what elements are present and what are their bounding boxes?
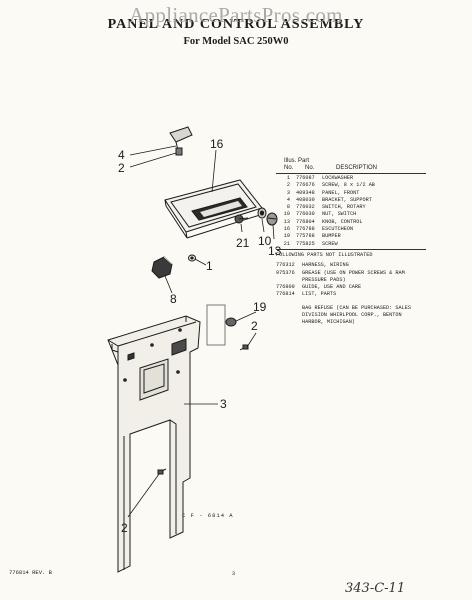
callout-2a: 2 <box>118 161 125 175</box>
parts-row-description: PANEL, FRONT <box>322 189 360 196</box>
parts-row-illus-no: 16 <box>283 226 290 233</box>
callout-21: 21 <box>236 236 250 250</box>
parts-row: 19 775788 BUMPER <box>276 233 426 240</box>
not-illustrated-row-part-no: 776814 <box>276 291 295 298</box>
not-illustrated-row-part-no: 776312 <box>276 262 295 269</box>
screw-2-right-part <box>239 344 249 351</box>
screw-21-part <box>234 214 249 224</box>
callout-8: 8 <box>170 292 177 306</box>
control-knob-part <box>266 212 278 226</box>
lockwasher-part <box>188 254 196 262</box>
not-illustrated-row-description: GREASE (USE ON POWER SCREWS & RAM PRESSU… <box>302 269 405 283</box>
parts-row: 1 776087 LOCKWASHER <box>276 175 426 182</box>
switch-nut-part <box>257 207 267 219</box>
page-subtitle: For Model SAC 250W0 <box>183 36 289 47</box>
screw-2-bottom-part <box>157 468 167 475</box>
not-illustrated-rows: 776312 HARNESS, WIRING 975376 GREASE (USE O… <box>276 262 426 298</box>
parts-row-part-no: 776804 <box>296 218 315 225</box>
parts-row-description: BRACKET, SUPPORT <box>322 196 372 203</box>
callout-3: 3 <box>220 397 227 411</box>
not-illustrated-note: FOLLOWING PARTS NOT ILLUSTRATED <box>276 251 373 258</box>
parts-row-illus-no: 21 <box>283 240 290 247</box>
parts-row-description: SCREW, 8 x 1/2 AB <box>322 182 375 189</box>
parts-row-part-no: 775825 <box>296 240 315 247</box>
bumper-part <box>206 304 237 346</box>
not-illustrated-row: 776809 GUIDE, USE AND CARE <box>276 284 426 291</box>
parts-row: 10 776030 NUT, SWITCH <box>276 211 426 218</box>
parts-header-top: Illus. Part <box>284 158 310 164</box>
parts-row: 21 775825 SCREW <box>276 241 426 248</box>
bag-refuse-note: BAG REFUSE (CAN BE PURCHASED: SALES DIVI… <box>302 304 411 326</box>
parts-row-illus-no: 19 <box>283 233 290 240</box>
parts-row-description: BUMPER <box>322 233 341 240</box>
not-illustrated-row-part-no: 776809 <box>276 284 295 291</box>
front-panel-part <box>107 315 201 573</box>
parts-row-description: LOCKWASHER <box>322 175 354 181</box>
parts-row-part-no: 776087 <box>296 175 315 181</box>
callout-10: 10 <box>258 234 272 248</box>
header-part-no: No. <box>305 165 315 171</box>
callout-4: 4 <box>118 148 125 162</box>
parts-row-part-no: 776032 <box>296 204 315 211</box>
callout-19: 19 <box>253 300 267 314</box>
parts-row-part-no: 776676 <box>296 182 315 189</box>
parts-row-part-no: 409348 <box>296 189 315 196</box>
not-illustrated-row-part-no: 975376 <box>276 269 295 276</box>
parts-row-description: SWITCH, ROTARY <box>322 204 366 211</box>
not-illustrated-row: 776814 LIST, PARTS <box>276 291 426 298</box>
figure-reference: C F - 6814 A <box>182 512 234 519</box>
callout-2b: 2 <box>251 319 258 333</box>
parts-row-description: SCREW <box>322 240 338 247</box>
parts-row: 4 408030 BRACKET, SUPPORT <box>276 197 426 204</box>
parts-row-part-no: 408030 <box>296 196 315 203</box>
parts-row-description: NUT, SWITCH <box>322 211 357 218</box>
rotary-switch-part <box>151 256 173 279</box>
footer-page-number: 3 <box>232 571 236 577</box>
parts-row-illus-no: 13 <box>283 218 290 225</box>
callout-16: 16 <box>210 137 224 151</box>
parts-row: 13 776804 KNOB, CONTROL <box>276 219 426 226</box>
parts-row: 8 776032 SWITCH, ROTARY <box>276 204 426 211</box>
watermark: AppliancePartsPros.com <box>129 3 343 27</box>
parts-row-illus-no: 8 <box>286 204 290 211</box>
parts-row-illus-no: 3 <box>286 189 290 196</box>
callout-2c: 2 <box>121 521 128 535</box>
parts-row-description: KNOB, CONTROL <box>322 218 363 225</box>
callout-13: 13 <box>268 244 282 258</box>
parts-row-part-no: 776788 <box>296 226 315 233</box>
escutcheon-part <box>164 179 264 239</box>
footer-document-number: 776814 REV. B <box>9 569 52 576</box>
not-illustrated-row: 975376 GREASE (USE ON POWER SCREWS & RAM … <box>276 270 426 285</box>
leader-lines <box>127 145 275 518</box>
header-description: DESCRIPTION <box>336 165 378 171</box>
handwritten-note: 343-C-11 <box>345 581 406 596</box>
parts-row-part-no: 775788 <box>296 233 315 240</box>
parts-row: 16 776788 ESCUTCHEON <box>276 226 426 233</box>
not-illustrated-row-description: GUIDE, USE AND CARE <box>302 284 362 291</box>
page-title: PANEL AND CONTROL ASSEMBLY <box>107 17 365 32</box>
parts-header: No. No. DESCRIPTION <box>276 165 426 172</box>
not-illustrated-row-description: HARNESS, WIRING <box>302 262 349 269</box>
parts-row-illus-no: 2 <box>286 182 290 189</box>
parts-rows: 1 776087 LOCKWASHER 2 776676 SCREW, 8 x 1/2 A… <box>276 175 426 248</box>
parts-row: 3 409348 PANEL, FRONT <box>276 190 426 197</box>
parts-row-illus-no: 1 <box>286 175 290 181</box>
parts-row: 2 776676 SCREW, 8 x 1/2 AB <box>276 182 426 189</box>
parts-row-illus-no: 4 <box>286 196 290 203</box>
parts-row-illus-no: 10 <box>283 211 290 218</box>
header-illus-no: No. <box>284 165 294 171</box>
callout-1: 1 <box>206 259 213 273</box>
not-illustrated-row: 776312 HARNESS, WIRING <box>276 262 426 269</box>
support-bracket-part <box>169 126 193 156</box>
parts-row-description: ESCUTCHEON <box>322 226 354 233</box>
parts-row-part-no: 776030 <box>296 211 315 218</box>
not-illustrated-row-description: LIST, PARTS <box>302 291 337 298</box>
